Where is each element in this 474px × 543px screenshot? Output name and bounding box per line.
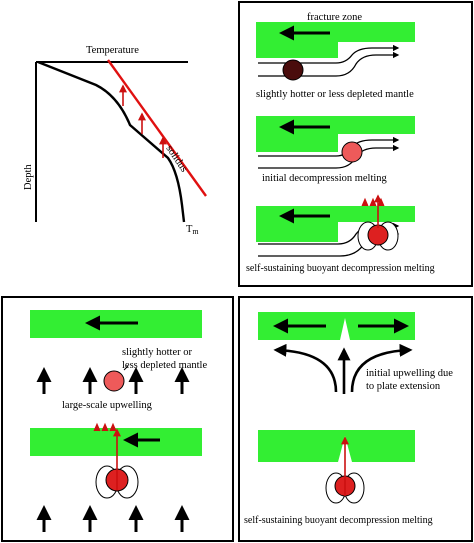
melt-spikes (93, 422, 117, 432)
panel-d-lower: self-sustaining buoyant decompression me… (244, 430, 433, 526)
upwelling-label-line-1: initial upwelling due (366, 368, 453, 379)
temperature-axis-label: Temperature (86, 45, 139, 56)
panel-c-frame (1, 296, 234, 542)
anomaly-label-line-2: less depleted mantle (122, 360, 207, 371)
mantle-anomaly (103, 370, 125, 392)
plate-split (258, 312, 415, 340)
panel-a-geotherm-diagram: Temperature Depth solidus Tm (23, 45, 207, 236)
corner-flow-right (350, 343, 413, 393)
panel-d-frame (238, 296, 473, 542)
corner-flow-left (273, 343, 338, 393)
geotherm-label: Tm (186, 224, 199, 236)
flow-line-upper (258, 44, 400, 64)
stage-1-caption: slightly hotter or less depleted mantle (256, 89, 414, 100)
anomaly-label-line-1: slightly hotter or (122, 347, 192, 358)
panel-d-upper: initial upwelling due to plate extension (258, 312, 453, 394)
plate-stepped (256, 22, 415, 58)
panel-c-upper: slightly hotter or less depleted mantle … (30, 310, 207, 411)
stage-2-caption: initial decompression melting (262, 173, 388, 184)
solidus-line (107, 59, 207, 197)
panel-b-stage-3: self-sustaining buoyant decompression me… (246, 194, 435, 274)
upwelling-label-line-2: to plate extension (366, 381, 441, 392)
upwelling-label: large-scale upwelling (62, 400, 153, 411)
fracture-zone-label: fracture zone (307, 12, 362, 23)
anomaly-pointer (123, 365, 129, 371)
plate (30, 428, 202, 456)
geotherm-curve (37, 60, 186, 223)
panel-b-stage-2: initial decompression melting (256, 116, 415, 184)
plate-split (258, 430, 415, 462)
stage-3-caption: self-sustaining buoyant decompression me… (246, 263, 435, 274)
depth-axis-label: Depth (23, 164, 34, 190)
panel-c-lower (30, 422, 202, 532)
melt-spikes (361, 197, 385, 207)
mantle-anomaly-dark (282, 59, 304, 81)
flow-line-lower (258, 51, 400, 77)
melting-blob (341, 141, 363, 163)
panel-b-stage-1: fracture zone slightly hotter or less de… (256, 12, 415, 100)
panel-d-caption: self-sustaining buoyant decompression me… (244, 515, 433, 526)
plate-stepped (256, 116, 415, 152)
panel-b-frame (238, 1, 473, 287)
